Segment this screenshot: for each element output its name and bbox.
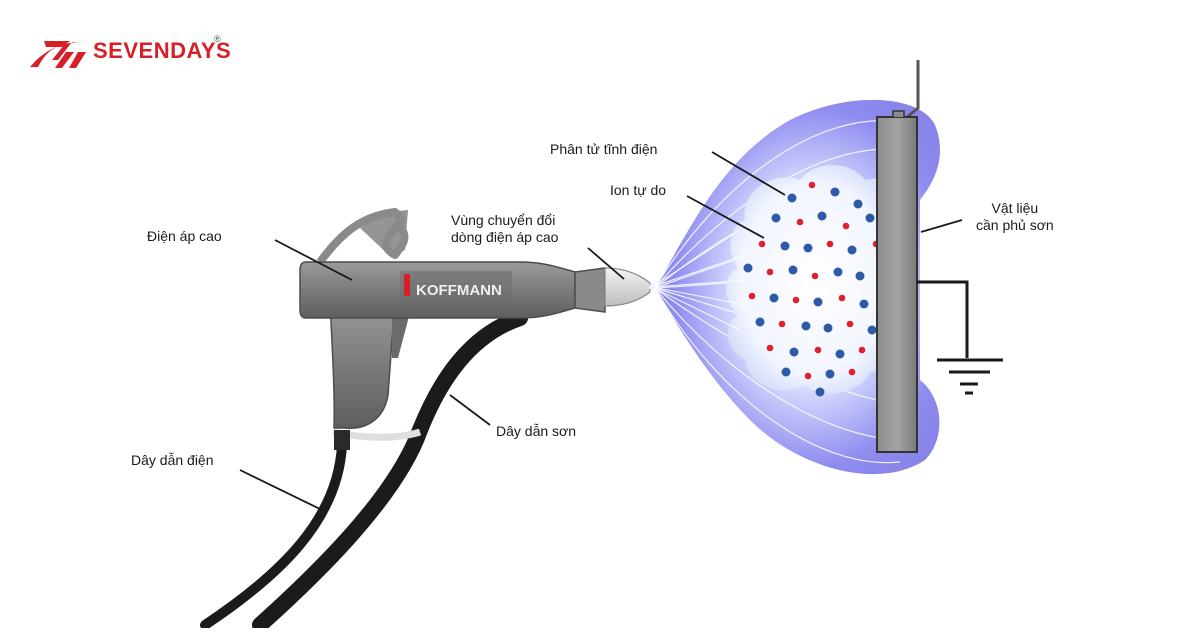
powder-particle: [780, 241, 790, 251]
free-ion: [848, 368, 856, 376]
spray-lines: [651, 229, 749, 331]
powder-particle: [781, 367, 791, 377]
powder-particle: [859, 299, 869, 309]
powder-particle: [771, 213, 781, 223]
powder-particle: [830, 187, 840, 197]
gun-brand-text: KOFFMANN: [416, 282, 502, 299]
label-coated-material: Vật liệu cần phủ sơn: [976, 200, 1054, 233]
spray-gun: KOFFMANN: [299, 208, 655, 450]
free-ion: [804, 372, 812, 380]
free-ion: [814, 346, 822, 354]
powder-particle: [833, 267, 843, 277]
brand-registered-mark: ®: [214, 34, 221, 44]
free-ion: [766, 268, 774, 276]
label-high-voltage: Điện áp cao: [147, 228, 222, 244]
brand-logo-icon: [30, 41, 88, 68]
powder-particle: [755, 317, 765, 327]
ground-icon: [917, 280, 1003, 395]
free-ion: [808, 181, 816, 189]
free-ion: [842, 222, 850, 230]
free-ion: [838, 294, 846, 302]
free-ion: [778, 320, 786, 328]
powder-particle: [788, 265, 798, 275]
powder-particle: [847, 245, 857, 255]
free-ion: [826, 240, 834, 248]
coated-material-plate: [876, 60, 920, 453]
free-ion: [758, 240, 766, 248]
powder-particle: [815, 387, 825, 397]
free-ion: [811, 272, 819, 280]
label-paint-hose: Dây dẫn sơn: [496, 423, 577, 439]
powder-particle: [817, 211, 827, 221]
paint-hose: [252, 310, 528, 633]
powder-particle: [835, 349, 845, 359]
free-ion: [846, 320, 854, 328]
free-ion: [796, 218, 804, 226]
label-power-cable: Dây dẫn điện: [131, 452, 214, 468]
powder-particle: [743, 263, 753, 273]
powder-particle: [825, 369, 835, 379]
free-ion: [748, 292, 756, 300]
free-ion: [766, 344, 774, 352]
powder-particle: [865, 213, 875, 223]
powder-particle: [823, 323, 833, 333]
free-ion: [858, 346, 866, 354]
powder-particle: [813, 297, 823, 307]
powder-particle: [855, 271, 865, 281]
powder-particle: [853, 199, 863, 209]
powder-particle: [769, 293, 779, 303]
powder-particle: [801, 321, 811, 331]
brand-name: SEVENDAYS: [93, 38, 232, 63]
powder-particle: [867, 325, 877, 335]
leader-lines: [239, 151, 963, 511]
power-cable: [200, 440, 347, 630]
powder-particle: [789, 347, 799, 357]
powder-particle: [787, 193, 797, 203]
powder-particle: [803, 243, 813, 253]
label-electrostatic-particles: Phân tử tĩnh điện: [550, 141, 658, 157]
free-ion: [792, 296, 800, 304]
label-free-ions: Ion tự do: [610, 182, 667, 198]
label-conversion-zone: Vùng chuyển đổi dòng điện áp cao: [451, 212, 559, 245]
